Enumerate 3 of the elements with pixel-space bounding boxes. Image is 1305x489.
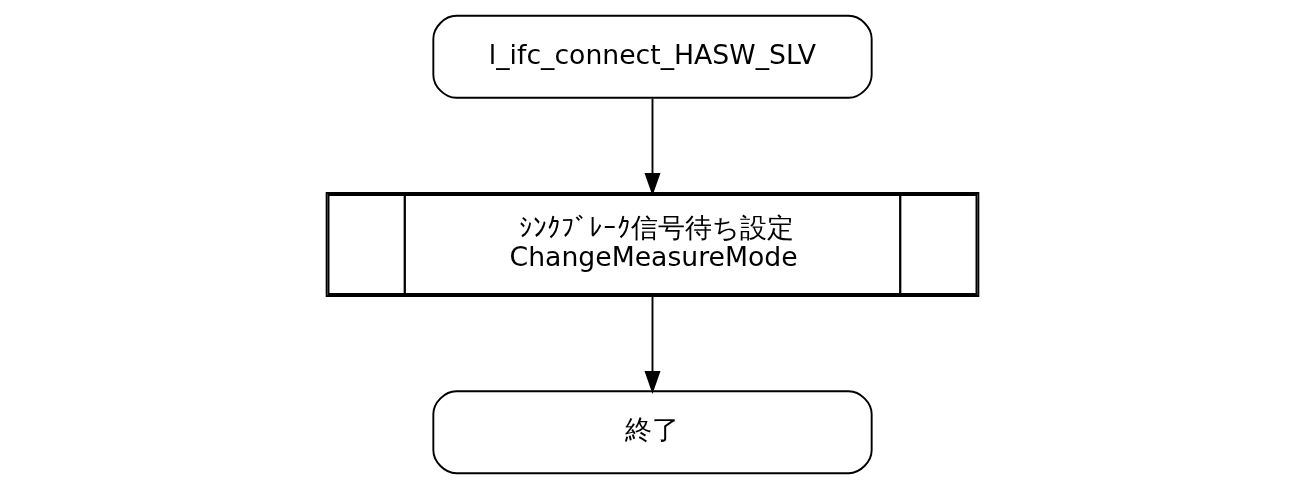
arrow (644, 295, 661, 394)
node-box: l_ifc_connect_HASW_SLV (432, 14, 873, 99)
node-box: 終了 (432, 390, 873, 475)
